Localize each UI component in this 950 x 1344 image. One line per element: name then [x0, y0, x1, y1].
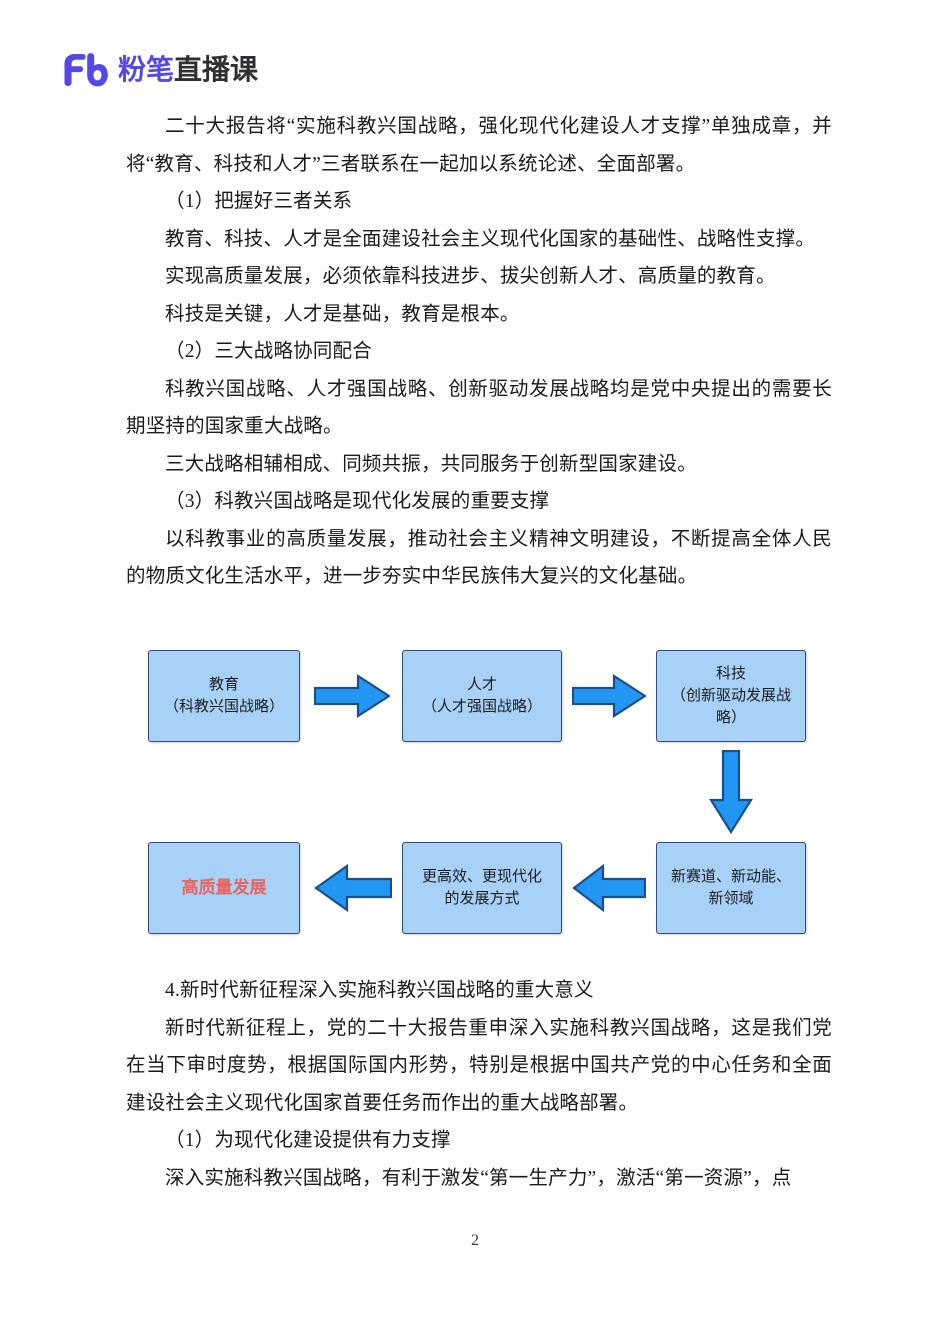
paragraph: 实现高质量发展，必须依靠科技进步、拔尖创新人才、高质量的教育。 — [165, 266, 776, 287]
paragraph: 4.新时代新征程深入实施科教兴国战略的重大意义 — [165, 980, 594, 1001]
fenbi-fb-logo-icon — [64, 53, 108, 87]
paragraph: （1）把握好三者关系 — [165, 191, 353, 212]
diagram-node-talent: 人才 （人才强国战略） — [402, 650, 562, 742]
diagram-node-education: 教育 （科教兴国战略） — [148, 650, 300, 742]
page-number: 2 — [471, 1232, 479, 1249]
diagram-node-modernization: 更高效、更现代化 的发展方式 — [402, 842, 562, 934]
arrow-down-icon — [709, 750, 753, 834]
paragraph: （2）三大战略协同配合 — [165, 341, 372, 362]
paragraph: 新时代新征程上，党的二十大报告重申深入实施科教兴国战略，这是我们党在当下审时度势… — [126, 1017, 832, 1114]
paragraph: 科教兴国战略、人才强国战略、创新驱动发展战略均是党中央提出的需要长期坚持的国家重… — [126, 378, 832, 438]
arrow-left-icon — [314, 864, 392, 912]
diagram-node-technology: 科技 （创新驱动发展战略） — [656, 650, 806, 742]
diagram-node-new-fields: 新赛道、新动能、 新领域 — [656, 842, 806, 934]
diagram-node-label: 新赛道、新动能、 新领域 — [670, 868, 791, 907]
paragraph: 二十大报告将“实施科教兴国战略，强化现代化建设人才支撑”单独成章，并将“教育、科… — [126, 116, 832, 175]
diagram-node-label: 高质量发展 — [181, 878, 267, 897]
brand-name-primary: 粉笔 — [118, 54, 175, 85]
diagram-node-label: 更高效、更现代化 的发展方式 — [421, 868, 542, 907]
brand-wordmark: 粉笔直播课 — [118, 56, 258, 84]
paragraph: 科技是关键，人才是基础，教育是根本。 — [165, 303, 520, 325]
paragraph: 三大战略相辅相成、同频共振，共同服务于创新型国家建设。 — [165, 453, 697, 475]
paragraph: （3）科教兴国战略是现代化发展的重要支撑 — [165, 491, 550, 512]
arrow-right-icon — [314, 674, 390, 718]
diagram-node-label: 教育 （科教兴国战略） — [163, 676, 284, 715]
diagram-node-high-quality-development: 高质量发展 — [148, 842, 300, 934]
diagram-node-label: 科技 （创新驱动发展战略） — [670, 665, 791, 726]
arrow-left-icon — [572, 864, 646, 912]
brand-logo: 粉笔直播课 — [62, 48, 258, 92]
document-body-top: 二十大报告将“实施科教兴国战略，强化现代化建设人才支撑”单独成章，并将“教育、科… — [126, 108, 832, 596]
paragraph: 深入实施科教兴国战略，有利于激发“第一生产力”，激活“第一资源”，点 — [165, 1167, 792, 1189]
diagram-node-label: 人才 （人才强国战略） — [421, 676, 542, 715]
arrow-right-icon — [572, 674, 646, 718]
paragraph: 以科教事业的高质量发展，推动社会主义精神文明建设，不断提高全体人民的物质文化生活… — [126, 528, 832, 588]
paragraph: （1）为现代化建设提供有力支撑 — [165, 1130, 451, 1151]
brand-name-secondary: 直播课 — [174, 54, 259, 85]
document-body-bottom: 4.新时代新征程深入实施科教兴国战略的重大意义 新时代新征程上，党的二十大报告重… — [126, 972, 832, 1197]
strategy-flow-diagram: 教育 （科教兴国战略） 人才 （人才强国战略） 科技 （创新驱动发展战略） 新赛… — [148, 646, 808, 936]
paragraph: 教育、科技、人才是全面建设社会主义现代化国家的基础性、战略性支撑。 — [165, 228, 816, 250]
